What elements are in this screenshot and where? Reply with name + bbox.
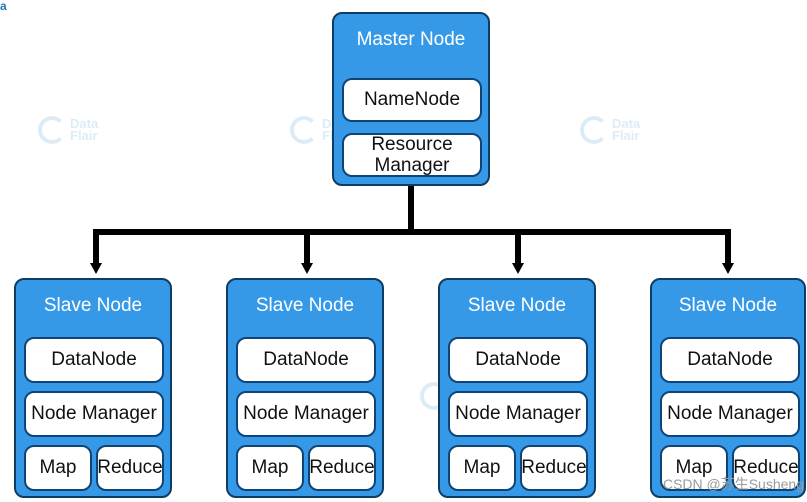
slave-node-4-title: Slave Node — [678, 295, 778, 316]
slave-node-2-map-slot: Map — [236, 445, 304, 491]
master-node: Master Node NameNode Resource Manager — [332, 12, 490, 186]
slave-node-3-node-manager: Node Manager — [448, 391, 588, 437]
slave-node-3-map-slot: Map — [448, 445, 516, 491]
data-flair-watermark-icon — [290, 116, 318, 144]
slave-node-3-title: Slave Node — [467, 295, 567, 316]
data-flair-watermark-icon — [580, 116, 608, 144]
slave-node-1-title: Slave Node — [43, 295, 143, 316]
master-node-title: Master Node — [356, 29, 466, 50]
slave-1-drop-line — [93, 229, 99, 264]
slave-node-2-title: Slave Node — [255, 295, 355, 316]
slave-node-4: Slave Node DataNode Node Manager Map Red… — [650, 278, 806, 498]
slave-node-1-datanode: DataNode — [24, 337, 164, 383]
slave-1-arrow-head — [90, 263, 102, 274]
master-vertical-connector — [408, 184, 414, 233]
resource-manager-service: Resource Manager — [342, 133, 482, 177]
slave-node-2-reduce-slot: Reduce — [308, 445, 376, 491]
slave-node-3-reduce-slot: Reduce — [520, 445, 588, 491]
slave-node-1-reduce-slot: Reduce — [96, 445, 164, 491]
slave-3-drop-line — [515, 229, 521, 264]
slave-node-4-datanode: DataNode — [660, 337, 800, 383]
csdn-credit-text: CSDN @苏生Susheng — [662, 476, 804, 492]
slave-node-2: Slave Node DataNode Node Manager Map Red… — [226, 278, 384, 498]
slave-node-2-node-manager: Node Manager — [236, 391, 376, 437]
slave-2-drop-line — [304, 229, 310, 264]
slave-3-arrow-head — [512, 263, 524, 274]
horizontal-bus-connector — [93, 229, 731, 235]
slave-node-3-datanode: DataNode — [448, 337, 588, 383]
namenode-service: NameNode — [342, 78, 482, 122]
slave-node-4-reduce-slot: Reduce — [732, 445, 800, 491]
slave-node-4-map-slot: Map — [660, 445, 728, 491]
slave-node-2-datanode: DataNode — [236, 337, 376, 383]
slave-node-3: Slave Node DataNode Node Manager Map Red… — [438, 278, 596, 498]
slave-node-1: Slave Node DataNode Node Manager Map Red… — [14, 278, 172, 498]
slave-4-arrow-head — [722, 263, 734, 274]
slave-node-1-map-slot: Map — [24, 445, 92, 491]
slave-4-drop-line — [725, 229, 731, 264]
slave-node-1-node-manager: Node Manager — [24, 391, 164, 437]
slave-node-4-node-manager: Node Manager — [660, 391, 800, 437]
slave-2-arrow-head — [301, 263, 313, 274]
data-flair-watermark-icon — [38, 116, 66, 144]
corner-brand-mark: a — [0, 0, 7, 13]
